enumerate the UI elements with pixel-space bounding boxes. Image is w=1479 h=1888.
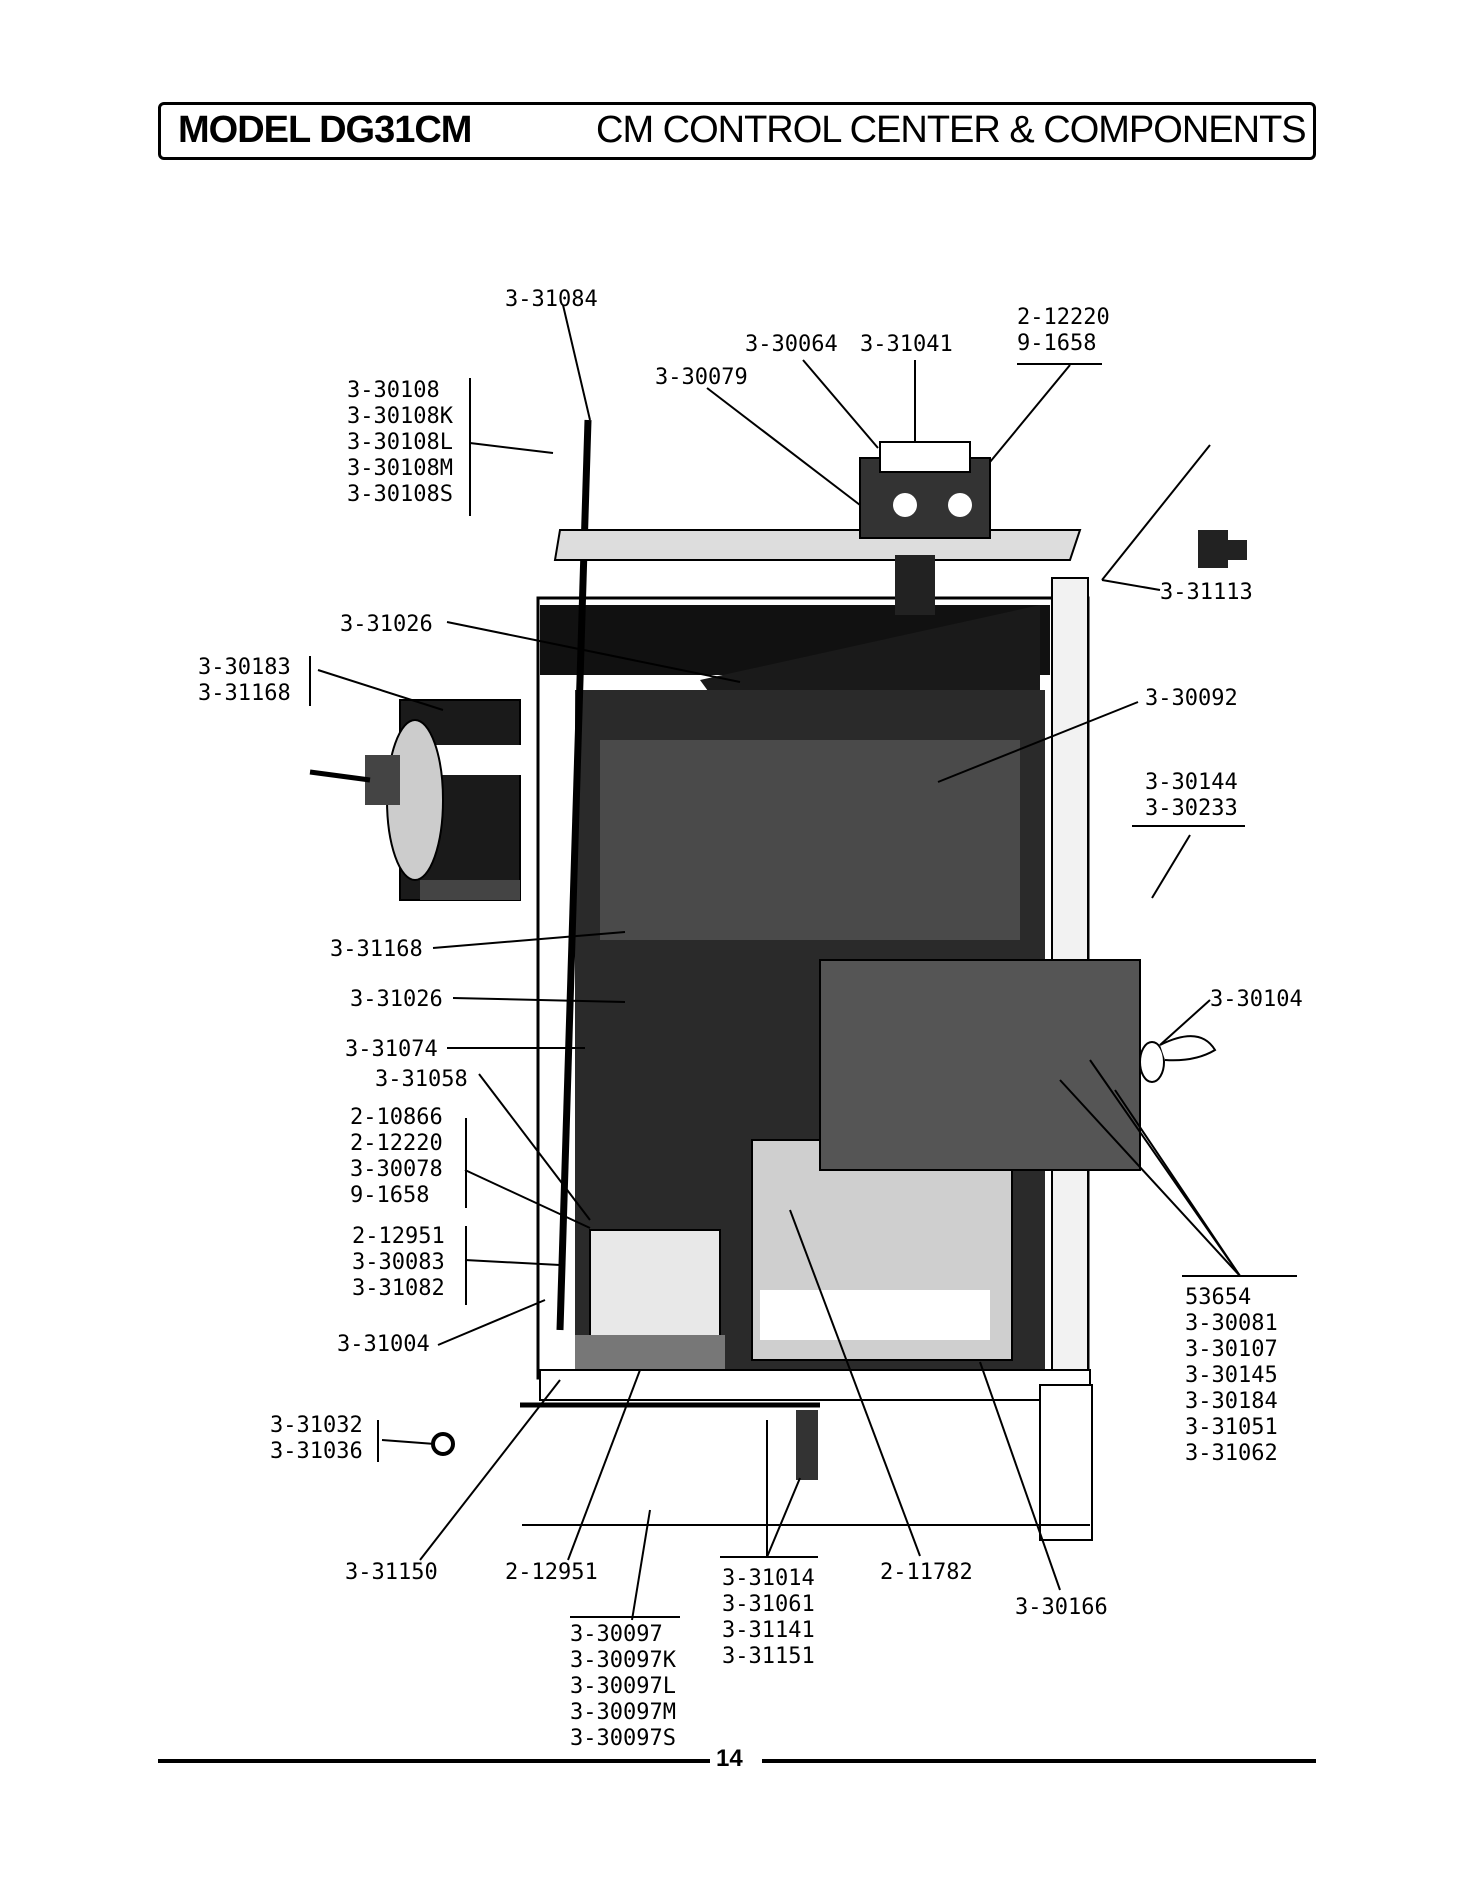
part-label-2-11782: 2-11782: [880, 1560, 973, 1585]
part-group-3-30108: 3-30108 3-30108K 3-30108L 3-30108M 3-301…: [347, 378, 453, 508]
part-group-53654: 53654 3-30081 3-30107 3-30145 3-30184 3-…: [1185, 1285, 1278, 1467]
part-label: 3-31082: [352, 1276, 445, 1301]
part-label-3-31004: 3-31004: [337, 1332, 430, 1357]
part-label: 53654: [1185, 1285, 1252, 1310]
part-group-3-31014: 3-31014 3-31061 3-31141 3-31151: [722, 1566, 815, 1670]
part-group-3-30183: 3-30183 3-31168: [198, 655, 291, 707]
part-label-3-31150: 3-31150: [345, 1560, 438, 1585]
part-label-3-31168: 3-31168: [330, 937, 423, 962]
part-label: 3-30097S: [570, 1726, 676, 1751]
cabinet-body: [520, 577, 1141, 1541]
part-group-2-10866: 2-10866 2-12220 3-30078 9-1658: [350, 1105, 443, 1209]
part-label: 3-30108K: [347, 404, 453, 429]
model-title: MODEL DG31CM: [178, 109, 472, 151]
knob-3-31113: [1198, 530, 1247, 568]
page-number: 14: [716, 1745, 743, 1772]
vertical-rod: [556, 419, 592, 1331]
leader-lines: [309, 304, 1297, 1621]
part-label-3-31084: 3-31084: [505, 287, 598, 312]
part-label: 3-30083: [352, 1250, 445, 1275]
clip-3-31032: [431, 1432, 455, 1456]
part-label-9-1658-top: 9-1658: [1017, 331, 1097, 356]
part-label-3-31113: 3-31113: [1160, 580, 1253, 605]
part-label-3-30092: 3-30092: [1145, 686, 1238, 711]
part-label: 3-30145: [1185, 1363, 1278, 1388]
part-label-3-30166: 3-30166: [1015, 1595, 1108, 1620]
part-label: 3-31151: [722, 1644, 815, 1669]
part-label: 3-30183: [198, 655, 291, 680]
part-label: 3-30097L: [570, 1674, 676, 1699]
part-label: 3-30108S: [347, 482, 453, 507]
part-label-3-31041: 3-31041: [860, 332, 953, 357]
part-label-3-30064: 3-30064: [745, 332, 838, 357]
header-frame: [158, 102, 1316, 160]
part-label: 3-30233: [1145, 796, 1238, 821]
section-title: CM CONTROL CENTER & COMPONENTS: [596, 109, 1307, 151]
part-label: 3-31032: [270, 1413, 363, 1438]
part-label-2-12220-top: 2-12220: [1017, 305, 1110, 330]
part-label: 3-30097K: [570, 1648, 676, 1673]
part-label-3-30079: 3-30079: [655, 365, 748, 390]
part-label-3-31026-mid: 3-31026: [350, 987, 443, 1012]
transformer: [309, 699, 525, 901]
part-group-3-30144: 3-30144 3-30233: [1145, 770, 1238, 822]
part-label-3-31026-top: 3-31026: [340, 612, 433, 637]
part-label-2-12951-bottom: 2-12951: [505, 1560, 598, 1585]
part-label: 3-30184: [1185, 1389, 1278, 1414]
part-label: 3-31141: [722, 1618, 815, 1643]
part-label: 3-30144: [1145, 770, 1238, 795]
part-label: 3-31062: [1185, 1441, 1278, 1466]
part-label: 2-12951: [352, 1224, 445, 1249]
part-label: 3-31051: [1185, 1415, 1278, 1440]
part-label: 2-12220: [350, 1131, 443, 1156]
part-label: 9-1658: [350, 1183, 430, 1208]
part-label: 3-30097M: [570, 1700, 676, 1725]
part-label: 3-30108: [347, 378, 440, 403]
part-group-2-12951: 2-12951 3-30083 3-31082: [352, 1224, 445, 1302]
part-label-3-31074: 3-31074: [345, 1037, 438, 1062]
part-label: 3-31061: [722, 1592, 815, 1617]
side-handle: [1139, 1035, 1217, 1083]
part-label: 3-30108L: [347, 430, 453, 455]
part-label-3-31058: 3-31058: [375, 1067, 468, 1092]
part-label: 3-30107: [1185, 1337, 1278, 1362]
footer-rule-left: [158, 1759, 710, 1763]
part-label: 3-30108M: [347, 456, 453, 481]
part-label: 3-30097: [570, 1622, 663, 1647]
footer-rule-right: [762, 1759, 1316, 1763]
part-label: 3-30081: [1185, 1311, 1278, 1336]
top-switch-assembly: [553, 441, 1082, 615]
part-label: 3-30078: [350, 1157, 443, 1182]
part-label: 3-31036: [270, 1439, 363, 1464]
part-label: 3-31168: [198, 681, 291, 706]
part-label: 3-31014: [722, 1566, 815, 1591]
part-group-3-31032: 3-31032 3-31036: [270, 1413, 363, 1465]
part-group-3-30097: 3-30097 3-30097K 3-30097L 3-30097M 3-300…: [570, 1622, 676, 1752]
part-label-3-30104: 3-30104: [1210, 987, 1303, 1012]
part-label: 2-10866: [350, 1105, 443, 1130]
